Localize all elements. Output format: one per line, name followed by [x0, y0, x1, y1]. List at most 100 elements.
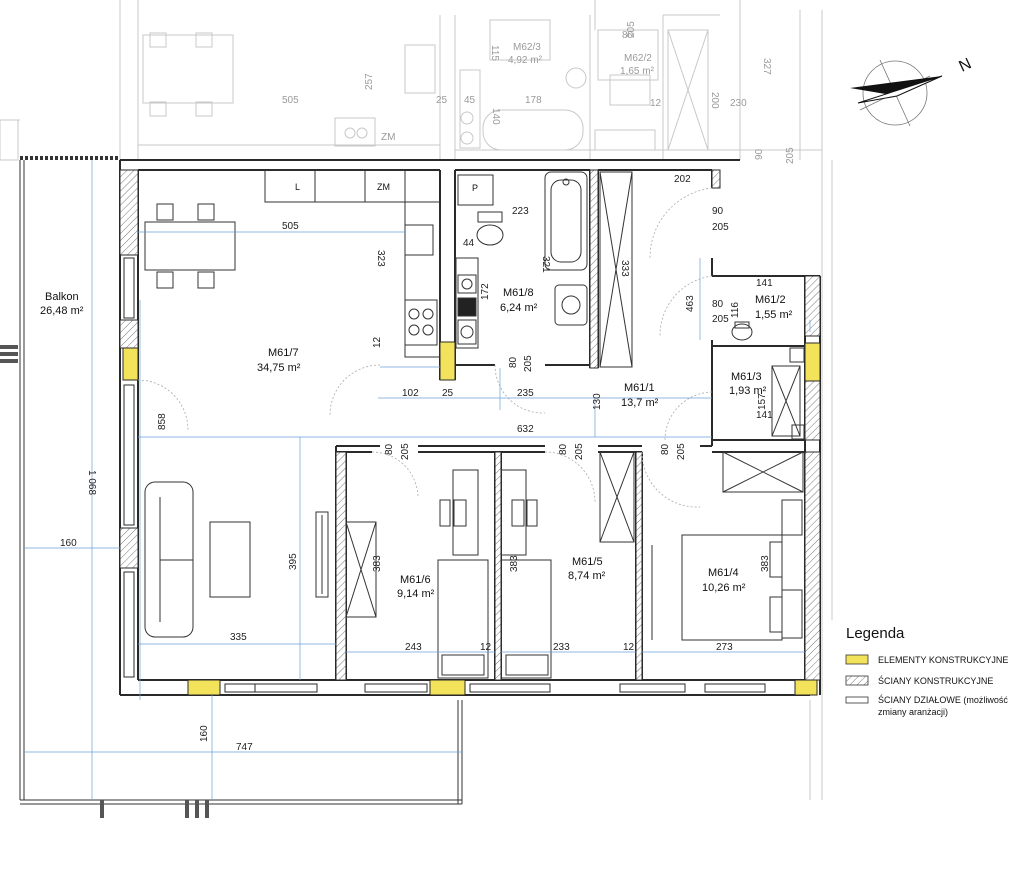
dimension: 160 — [199, 725, 210, 742]
dimension: 505 — [282, 221, 299, 232]
dimension: 90 — [712, 206, 724, 217]
dimension: 141 — [756, 278, 773, 289]
dimension: 205 — [712, 222, 729, 233]
room-id: Balkon — [45, 291, 79, 303]
door-swings — [137, 187, 713, 508]
room-area: 26,48 m² — [40, 305, 84, 317]
legend: Legenda ELEMENTY KONSTRUKCYJNE ŚCIANY KO… — [845, 625, 1008, 717]
room-area: 1,93 m² — [729, 385, 767, 397]
room-area: 8,74 m² — [568, 570, 606, 582]
dimension: 383 — [509, 555, 520, 572]
dimension: 80 — [558, 443, 569, 455]
dimension: 747 — [236, 742, 253, 753]
dimension: 44 — [463, 238, 475, 249]
dimension: 25 — [442, 388, 454, 399]
dimension: 333 — [619, 260, 630, 277]
legend-swatch-structural-walls — [845, 675, 869, 686]
room-labels: M61/7 34,75 m² M61/8 6,24 m² M61/1 13,7 … — [40, 287, 793, 600]
washer-label: P — [472, 183, 478, 193]
dimension: 160 — [60, 538, 77, 549]
dimension: 157 — [757, 393, 768, 410]
dimension: 102 — [402, 388, 419, 399]
dimension: 233 — [553, 642, 570, 653]
room-area: 10,26 m² — [702, 582, 746, 594]
fridge-label: L — [295, 182, 300, 192]
dimension: 273 — [716, 642, 733, 653]
north-arrow: N — [850, 55, 975, 127]
dimension: 130 — [592, 393, 603, 410]
dimension: 12 — [480, 642, 492, 653]
dimension: 383 — [372, 555, 383, 572]
faint-dimension: 45 — [464, 95, 476, 106]
room-area: 1,55 m² — [755, 309, 793, 321]
dimension: 80 — [384, 443, 395, 455]
neighbor-apartment — [119, 0, 823, 160]
dimension-lines — [24, 160, 811, 800]
neighbor-room-id: M62/2 — [624, 53, 652, 64]
dimension: 205 — [676, 443, 687, 460]
neighbor-room-id: M62/3 — [513, 42, 541, 53]
legend-swatch-partition-walls — [845, 696, 869, 704]
room-id: M61/2 — [755, 294, 786, 306]
dimension-labels: 505 323 12 102 25 235 130 223 44 321 333… — [60, 174, 773, 753]
balcony — [0, 156, 463, 818]
room-id: M61/5 — [572, 556, 603, 568]
structural-elements — [122, 341, 821, 696]
neighbor-room-area: 1,65 m² — [620, 66, 655, 77]
room-area: 34,75 m² — [257, 362, 301, 374]
dimension: 243 — [405, 642, 422, 653]
dimension: 383 — [760, 555, 771, 572]
dimension: 632 — [517, 424, 534, 435]
dimension: 172 — [480, 283, 491, 300]
faint-dimension: 115 — [489, 45, 500, 61]
furniture — [144, 169, 805, 679]
dimension: 205 — [523, 355, 534, 372]
room-id: M61/7 — [268, 347, 299, 359]
legend-swatch-structural-elements — [845, 654, 869, 665]
dimension: 858 — [157, 413, 168, 430]
faint-dimension: 205 — [626, 21, 637, 38]
faint-dimension: ZM — [381, 132, 395, 143]
legend-title: Legenda — [846, 625, 905, 642]
faint-dimension: 12 — [650, 98, 662, 109]
neighbor-labels: M62/3 4,92 m² M62/2 1,65 m² 505 257 178 … — [282, 21, 796, 164]
dimension: 205 — [400, 443, 411, 460]
room-area: 6,24 m² — [500, 302, 538, 314]
room-area: 9,14 m² — [397, 588, 435, 600]
faint-dimension: 327 — [761, 58, 772, 75]
faint-dimension: 200 — [709, 92, 720, 109]
faint-dimension: 140 — [490, 108, 501, 125]
legend-item-label: ŚCIANY DZIAŁOWE (możliwość — [878, 694, 1008, 705]
dimension: 395 — [288, 553, 299, 570]
faint-dimension: 205 — [785, 147, 796, 164]
legend-item-label: ELEMENTY KONSTRUKCYJNE — [878, 655, 1008, 665]
faint-dimension: 90 — [754, 148, 765, 160]
dimension: 12 — [372, 336, 383, 348]
room-area: 13,7 m² — [621, 397, 659, 409]
dimension: 235 — [517, 388, 534, 399]
dimension: 1 068 — [86, 470, 97, 495]
faint-dimension: 257 — [364, 73, 375, 90]
windows — [123, 257, 766, 693]
faint-dimension: 505 — [282, 95, 299, 106]
faint-dimension: 25 — [436, 95, 448, 106]
dimension: 12 — [623, 642, 635, 653]
dimension: 202 — [674, 174, 691, 185]
room-id: M61/4 — [708, 567, 739, 579]
dimension: 335 — [230, 632, 247, 643]
dimension: 205 — [574, 443, 585, 460]
legend-item-label: ŚCIANY KONSTRUKCYJNE — [878, 675, 993, 686]
fixture-labels: L ZM P — [295, 182, 478, 193]
neighbor-room-area: 4,92 m² — [508, 55, 543, 66]
dimension: 80 — [712, 299, 724, 310]
faint-dimension: 230 — [730, 98, 747, 109]
dimension: 80 — [508, 356, 519, 368]
dimension: 116 — [730, 302, 741, 318]
dimension: 80 — [660, 443, 671, 455]
north-label: N — [957, 55, 975, 75]
dimension: 323 — [375, 250, 386, 267]
dimension: 141 — [756, 410, 773, 421]
room-id: M61/3 — [731, 371, 762, 383]
room-id: M61/6 — [400, 574, 431, 586]
